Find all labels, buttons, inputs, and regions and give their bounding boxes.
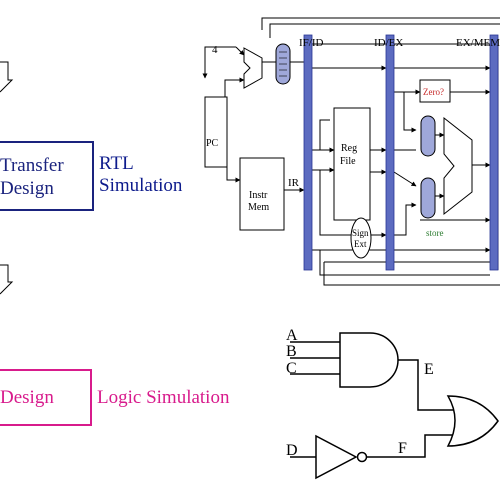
logic-circuit <box>290 332 499 480</box>
sign-ext-line1: Sign <box>352 228 369 238</box>
and-gate <box>339 332 399 388</box>
input-a-label: A <box>286 327 298 344</box>
register-file <box>333 107 371 221</box>
flow-fragment-bottom <box>0 264 14 295</box>
input-b-label: B <box>286 343 297 360</box>
pipeline-datapath: IF/ID ID/EX EX/MEM 4 PC Instr Mem IR Reg… <box>202 17 500 286</box>
ir-label: IR <box>288 177 300 189</box>
ex-mem-register <box>489 34 499 271</box>
rtl-simulation-line2: Simulation <box>99 175 183 196</box>
rtl-design-line2: Design <box>0 178 54 199</box>
instr-mem-line1: Instr <box>249 190 268 201</box>
constant-four-label: 4 <box>212 44 218 56</box>
alu-mux-top <box>420 115 436 157</box>
sign-ext-line2: Ext <box>354 239 367 249</box>
not-gate <box>315 434 358 480</box>
pc-register <box>204 96 228 168</box>
left-flow-fragments <box>0 61 14 295</box>
or-gate <box>446 395 499 447</box>
not-bubble <box>356 451 368 463</box>
rtl-design-box <box>0 141 94 211</box>
wire-e-label: E <box>424 361 434 378</box>
stage-label-if-id: IF/ID <box>299 37 324 49</box>
if-id-register <box>303 34 313 271</box>
zero-test-box <box>419 79 451 103</box>
sign-extend <box>350 217 372 259</box>
wire-f <box>367 434 453 458</box>
input-c-label: C <box>286 360 297 377</box>
wire-e <box>398 359 455 411</box>
stage-label-ex-mem: EX/MEM <box>456 37 500 49</box>
instr-mem-line2: Mem <box>248 202 269 213</box>
logic-simulation-label: Logic Simulation <box>97 387 230 408</box>
input-d-label: D <box>286 442 298 459</box>
alu <box>443 116 473 216</box>
pipeline-registers <box>303 34 499 271</box>
instruction-memory <box>239 157 285 231</box>
id-ex-register <box>385 34 395 271</box>
logic-design-box <box>0 369 92 426</box>
reg-file-line2: File <box>340 156 356 167</box>
pc-label: PC <box>206 138 219 149</box>
flow-fragment-top <box>0 61 14 93</box>
rtl-design-line1: Transfer <box>0 155 64 176</box>
store-label: store <box>426 228 444 238</box>
reg-file-line1: Reg <box>341 143 357 154</box>
pc-adder <box>243 47 263 89</box>
logic-design-label: Design <box>0 387 54 408</box>
zero-test-label: Zero? <box>423 87 444 97</box>
wire-f-label: F <box>398 440 407 457</box>
stage-label-id-ex: ID/EX <box>374 37 403 49</box>
rtl-simulation-line1: RTL <box>99 153 134 174</box>
alu-mux-bottom <box>420 177 436 219</box>
